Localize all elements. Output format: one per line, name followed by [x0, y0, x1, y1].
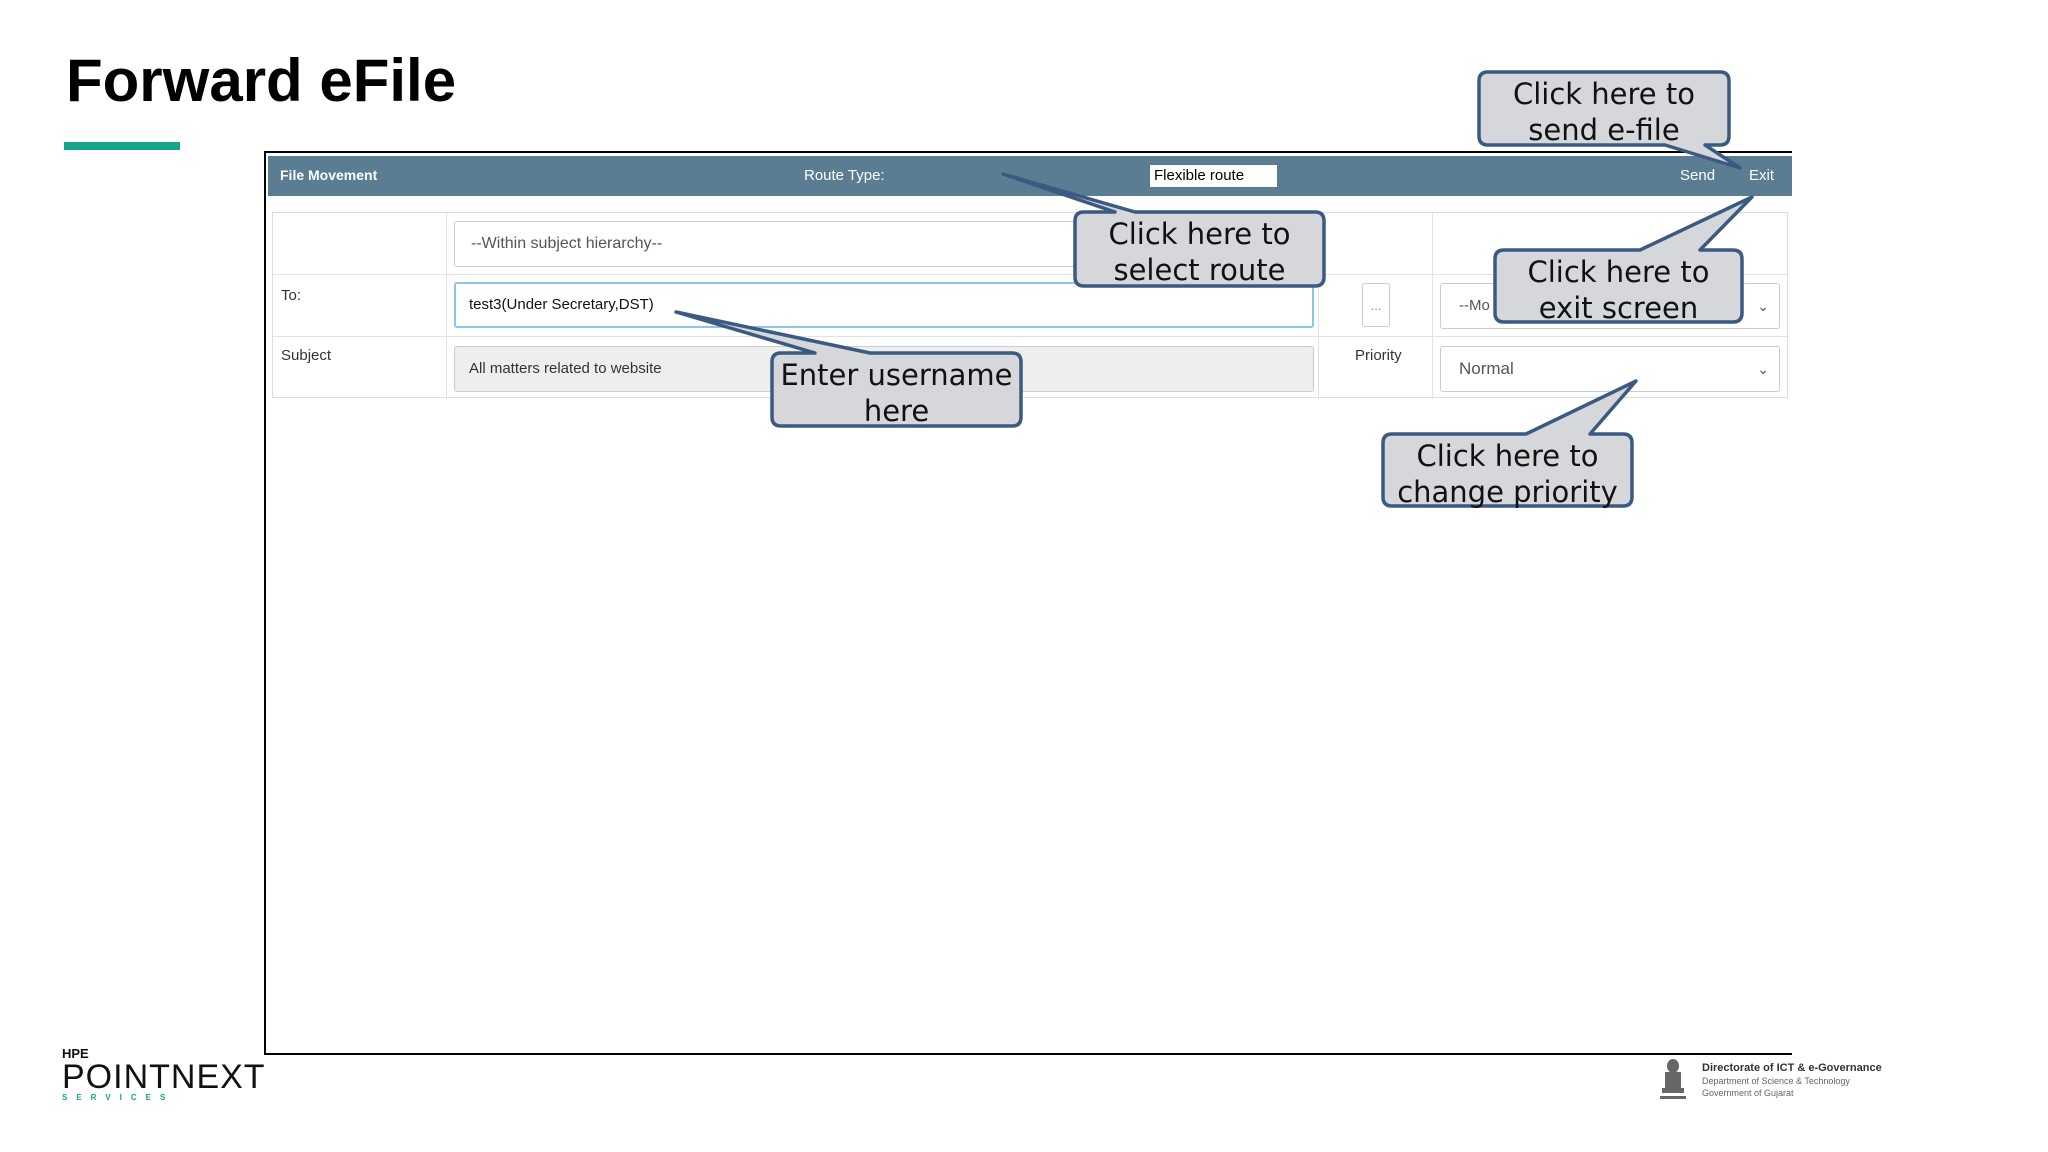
to-username-value: test3(Under Secretary,DST) — [469, 296, 654, 313]
emblem-icon — [1660, 1059, 1686, 1099]
callout-priority-shape — [1381, 379, 1638, 508]
form-cell: test3(Under Secretary,DST) — [447, 275, 1319, 337]
callout-send-shape — [1477, 70, 1742, 170]
form-cell: Subject — [273, 337, 447, 399]
route-type-label: Route Type: — [804, 167, 885, 184]
route-type-select[interactable]: Flexible route — [1150, 165, 1277, 187]
slide-title: Forward eFile — [66, 47, 457, 114]
form-cell: Normal ⌄ — [1433, 337, 1789, 399]
send-button[interactable]: Send — [1680, 167, 1716, 184]
select-user-button[interactable]: ... — [1362, 283, 1390, 327]
subject-label: Subject — [281, 347, 332, 364]
form-cell: ... — [1319, 275, 1433, 337]
chevron-down-icon: ⌄ — [1757, 361, 1769, 377]
to-label: To: — [281, 287, 302, 304]
form-cell — [1319, 213, 1433, 275]
form-cell: Priority — [1319, 337, 1433, 399]
callout-exit-shape — [1493, 195, 1754, 324]
chevron-down-icon: ⌄ — [1757, 298, 1769, 314]
title-accent-bar — [64, 142, 180, 150]
to-username-input[interactable]: test3(Under Secretary,DST) — [454, 282, 1314, 328]
priority-label: Priority — [1355, 347, 1402, 364]
form-cell — [273, 213, 447, 275]
mode-value: --Mo — [1459, 297, 1490, 314]
callout-route-shape — [1001, 172, 1326, 288]
header-title: File Movement — [280, 167, 378, 183]
route-type-value: Flexible route — [1154, 167, 1245, 184]
file-movement-header: File Movement Route Type: Flexible route… — [268, 156, 1792, 196]
exit-button[interactable]: Exit — [1749, 167, 1775, 184]
form-cell: To: — [273, 275, 447, 337]
hierarchy-placeholder: --Within subject hierarchy-- — [471, 235, 663, 252]
priority-value: Normal — [1459, 359, 1514, 378]
subject-value: All matters related to website — [469, 360, 662, 377]
priority-select[interactable]: Normal ⌄ — [1440, 346, 1780, 392]
callout-username-shape — [674, 310, 1023, 428]
hpe-pointnext-logo: HPE POINTNEXT SERVICES — [62, 1046, 266, 1102]
